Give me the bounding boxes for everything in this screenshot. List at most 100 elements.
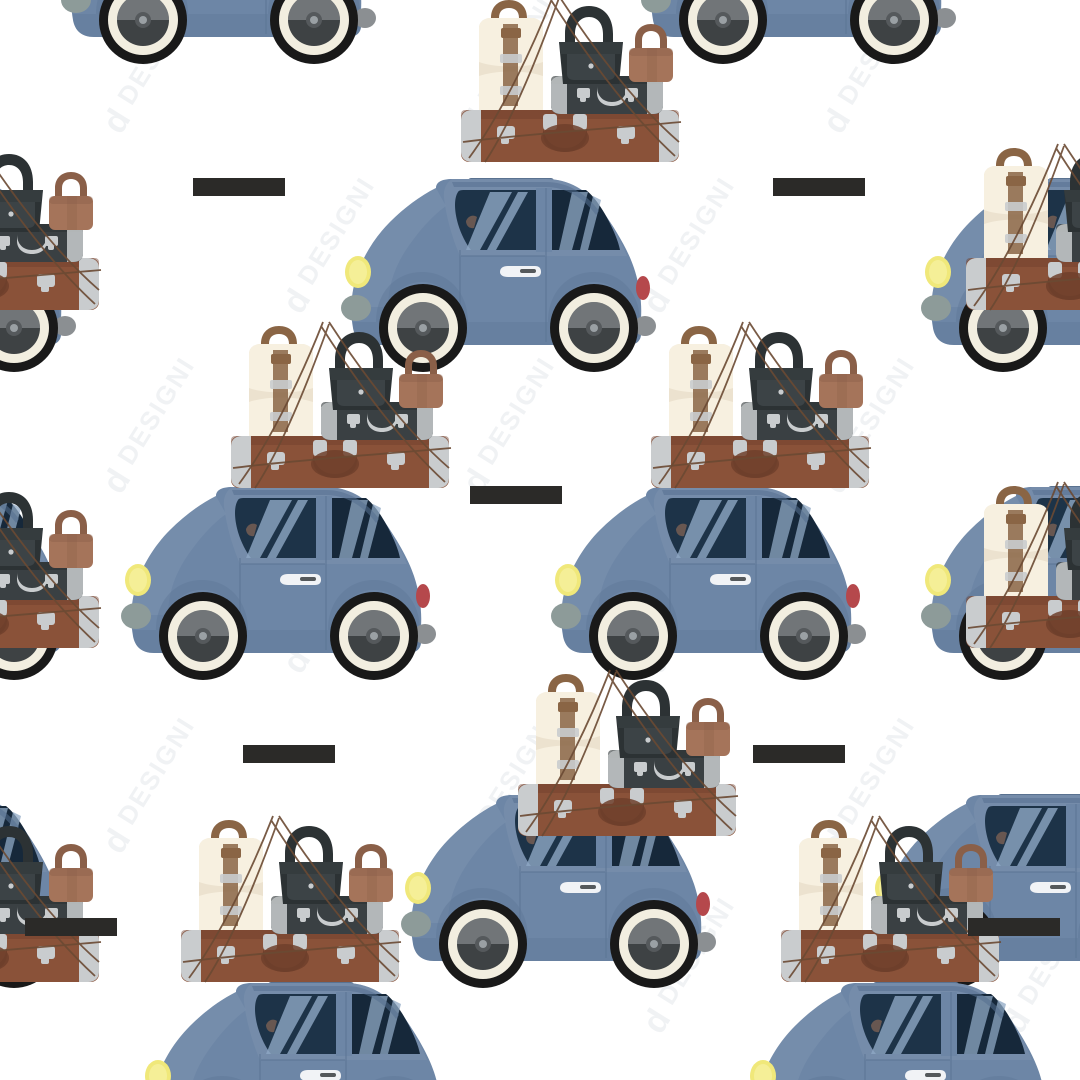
driver-silhouette <box>466 215 477 229</box>
door-handle-shadow <box>925 1073 941 1077</box>
car-hood-highlight <box>132 496 226 615</box>
luggage-stack-graphic <box>966 481 1080 649</box>
windshield-reflection-1 <box>996 808 1042 866</box>
rear-wheel <box>610 900 698 988</box>
tie-down-ropes <box>462 0 682 163</box>
watermark-logo: d <box>635 1000 680 1041</box>
tie-down-ropes <box>182 815 402 983</box>
black-tote-bag <box>1064 158 1080 232</box>
tie-down-ropes <box>967 143 1080 311</box>
black-tote-bag <box>749 332 813 410</box>
roofline-trim <box>662 490 809 523</box>
rear-wheel <box>550 284 638 372</box>
brown-handbag <box>49 844 93 902</box>
rear-window-reflection-1 <box>339 500 368 558</box>
roofline-trim <box>857 986 1004 1019</box>
rear-wheel <box>850 0 938 64</box>
luggage-stack-3 <box>225 318 455 503</box>
exhaust <box>634 316 656 336</box>
front-fender <box>436 888 528 938</box>
front-bumper <box>641 0 671 13</box>
tie-down-ropes <box>652 321 872 489</box>
rear-fender <box>375 1076 413 1080</box>
front-bumper <box>121 603 151 629</box>
luggage-stack-4 <box>645 318 875 503</box>
black-dash-mark-1 <box>773 178 865 196</box>
tie-down-ropes <box>0 511 102 643</box>
headlight-glow <box>409 876 427 900</box>
black-tote-bag <box>616 680 680 758</box>
car-hood-highlight <box>761 992 851 1080</box>
roofline-trim <box>252 986 399 1019</box>
black-tote-bag <box>0 154 43 232</box>
rear-fender <box>548 272 640 322</box>
black-dash-mark-0 <box>193 178 285 196</box>
taillight <box>696 892 710 916</box>
brown-suitcase <box>651 436 869 488</box>
car-graphic <box>401 794 716 988</box>
windshield-reflection-2 <box>267 500 308 558</box>
windshield-reflection-1 <box>871 996 917 1054</box>
brown-suitcase <box>781 930 999 982</box>
cream-backpack <box>984 148 1048 258</box>
b-pillar <box>941 992 957 1056</box>
front-wheel <box>679 0 767 64</box>
luggage-stack-graphic <box>0 826 102 982</box>
watermark-text: DESIGNI <box>111 351 201 470</box>
front-wheel <box>379 284 467 372</box>
b-pillar <box>316 496 332 560</box>
front-fender <box>203 1076 241 1080</box>
rear-window-reflection-1 <box>359 996 388 1054</box>
luggage-stack-8 <box>175 812 405 997</box>
driver-silhouette <box>996 831 1007 845</box>
car-graphic <box>641 0 956 64</box>
front-bumper <box>921 603 951 629</box>
headlight-glow <box>349 260 367 284</box>
b-pillar <box>336 992 352 1056</box>
front-bumper <box>341 295 371 321</box>
black-dash-mark-3 <box>243 745 335 763</box>
windshield-reflection-1 <box>676 500 722 558</box>
luggage-stack-5 <box>0 478 105 663</box>
front-fender <box>586 580 678 630</box>
door-handle-shadow <box>580 885 596 889</box>
watermark-3: dDESIGNI <box>95 351 209 500</box>
car-3 <box>340 176 670 376</box>
rear-window-reflection-1 <box>964 996 993 1054</box>
taillight <box>636 276 650 300</box>
brown-handbag <box>629 24 673 82</box>
car-hood-highlight <box>156 992 246 1080</box>
black-dash-mark-2 <box>470 486 562 504</box>
headlight-glow <box>754 1064 772 1080</box>
rear-fender <box>980 1076 1018 1080</box>
black-tote-bag <box>329 332 393 410</box>
brown-handbag <box>686 698 730 756</box>
rear-window-reflection-1 <box>769 500 798 558</box>
watermark-logo: d <box>275 280 320 321</box>
taillight <box>416 584 430 608</box>
car-graphic <box>145 982 437 1080</box>
luggage-stack-10 <box>0 812 105 997</box>
car-graphic <box>750 982 1042 1080</box>
brown-suitcase <box>0 258 99 310</box>
front-wheel <box>159 592 247 680</box>
exhaust <box>844 624 866 644</box>
brown-handbag <box>49 510 93 568</box>
luggage-stack-graphic <box>0 154 102 310</box>
black-tote-bag <box>559 6 623 84</box>
driver-silhouette <box>266 1019 277 1033</box>
luggage-stack-0 <box>455 0 685 177</box>
luggage-stack-7 <box>512 666 742 851</box>
windshield-reflection-2 <box>487 192 528 250</box>
car-hood-highlight <box>412 804 506 923</box>
front-wheel <box>439 900 527 988</box>
rear-fender <box>758 580 850 630</box>
cream-backpack <box>249 326 313 436</box>
taillight <box>846 584 860 608</box>
luggage-stack-6 <box>960 478 1080 663</box>
front-fender <box>808 1076 846 1080</box>
exhaust <box>414 624 436 644</box>
front-fender <box>376 272 468 322</box>
luggage-stack-graphic <box>0 492 102 648</box>
tie-down-ropes <box>519 669 739 837</box>
